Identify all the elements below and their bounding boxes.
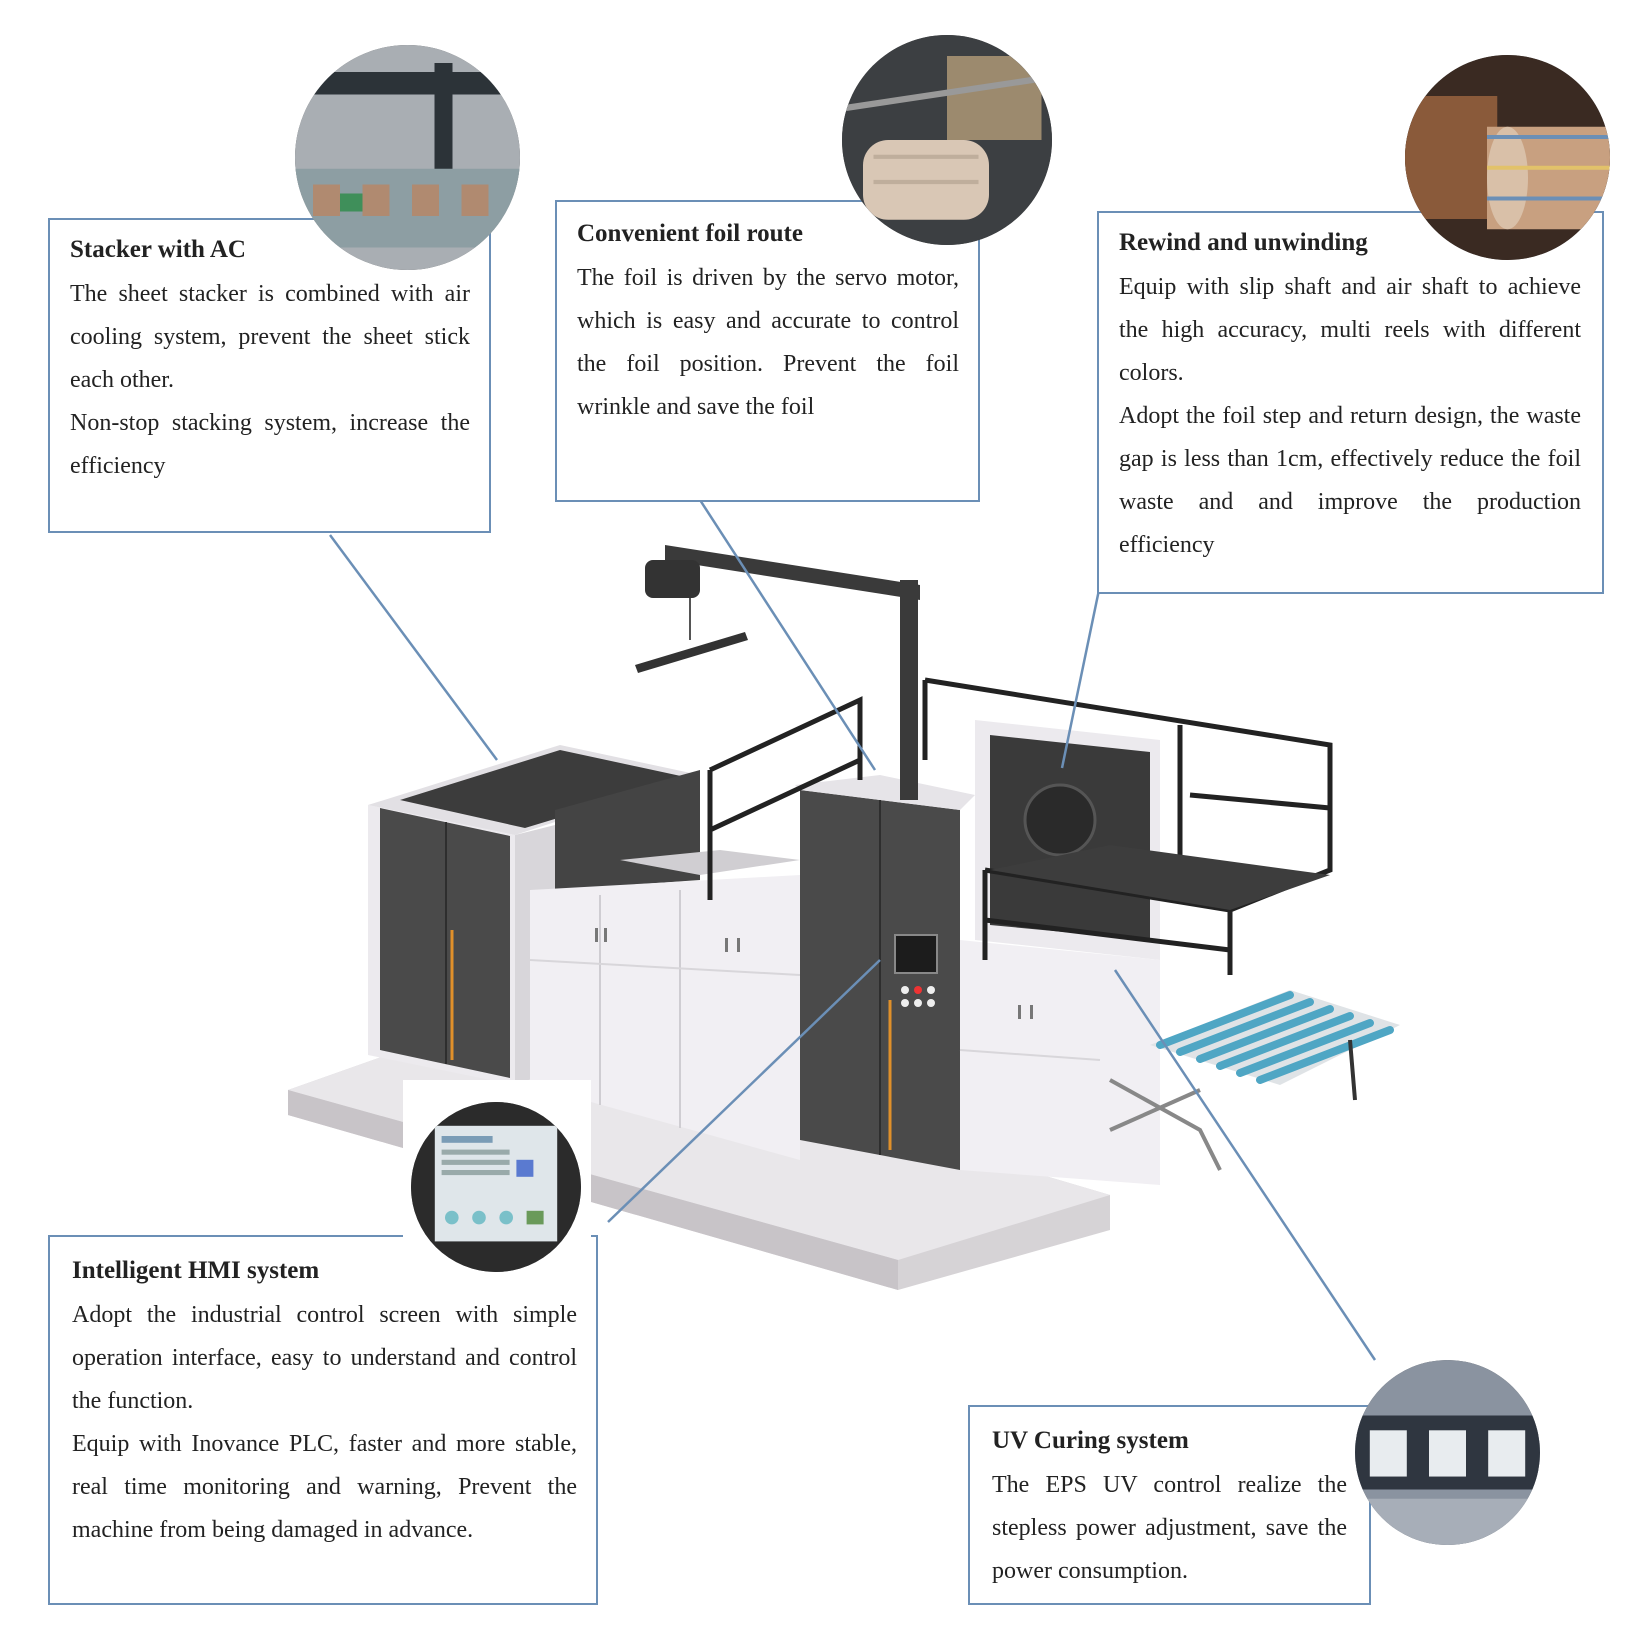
callout-title: Stacker with AC [70,236,246,263]
hmi-screen-photo-icon [411,1102,581,1272]
delivery-conveyor [1109,990,1400,1171]
callout-text: The foil is driven by the servo motor, w… [577,264,959,420]
crane-arm [635,545,920,800]
callout-title: Convenient foil route [577,220,803,247]
callout-title: Rewind and unwinding [1119,229,1368,256]
middle-cabinets [529,850,801,1160]
callout-text: Adopt the industrial control screen with… [72,1301,577,1414]
foil-reel-photo-icon [1405,55,1610,260]
callout-title: Intelligent HMI system [72,1257,320,1284]
callout-uv: UV Curing system The EPS UV control real… [968,1405,1371,1605]
uv-lamp-photo-icon [1355,1360,1540,1545]
callout-title: UV Curing system [992,1427,1189,1454]
callout-stacker: Stacker with AC The sheet stacker is com… [48,218,491,533]
foil-roller-photo-icon [842,35,1052,245]
callout-rewind: Rewind and unwinding Equip with slip sha… [1097,211,1604,594]
control-column [795,775,975,1170]
callout-text: Equip with Inovance PLC, faster and more… [72,1430,577,1543]
callout-text: Equip with slip shaft and air shaft to a… [1119,273,1581,386]
callout-hmi: Intelligent HMI system Adopt the industr… [48,1235,598,1605]
hmi-photo-frame [403,1080,591,1278]
leader-lines [328,499,1377,1361]
callout-text: The EPS UV control realize the stepless … [992,1471,1347,1584]
callout-text: Adopt the foil step and return design, t… [1119,402,1581,558]
callout-text: The sheet stacker is combined with air c… [70,280,470,393]
stacker-photo-icon [295,45,520,270]
callout-foil-route: Convenient foil route The foil is driven… [555,200,980,502]
callout-text: Non-stop stacking system, increase the e… [70,409,470,479]
foil-unit [959,720,1160,1185]
